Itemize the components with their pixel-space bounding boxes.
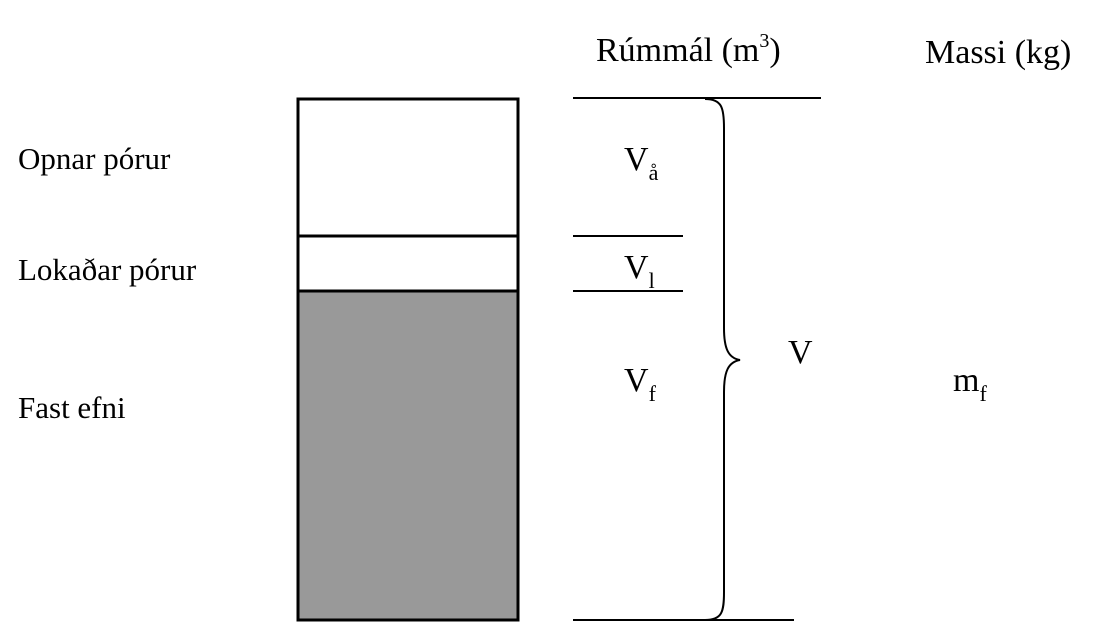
closed-volume-base: V (624, 249, 649, 286)
open-volume-subscript: å (648, 160, 659, 185)
volume-header-text: Rúmmál (m (596, 32, 760, 69)
open-pores-volume-symbol: Vå (624, 141, 658, 184)
closed-pores-label: Lokaðar pórur (18, 252, 197, 287)
closed-volume-subscript: l (648, 268, 655, 293)
open-volume-base: V (624, 141, 649, 178)
total-volume-base: V (788, 334, 813, 371)
volume-column-header: Rúmmál (m3) (596, 31, 781, 69)
open-pores-block (296, 97, 520, 238)
total-volume-brace (704, 98, 741, 621)
solid-volume-base: V (624, 362, 649, 399)
mass-subscript: f (979, 381, 987, 406)
solid-mass-symbol: mf (953, 362, 987, 405)
solid-volume-symbol: Vf (624, 362, 656, 405)
solid-volume-subscript: f (648, 381, 656, 406)
mass-base: m (953, 362, 980, 399)
total-volume-symbol: V (788, 336, 813, 370)
volume-header-superscript: 3 (759, 30, 770, 52)
volume-header-suffix: ) (769, 32, 781, 69)
closed-pores-volume-symbol: Vl (624, 249, 655, 292)
open-pores-label: Opnar pórur (18, 141, 171, 176)
mass-column-header: Massi (kg) (925, 36, 1071, 70)
closed-pores-block (296, 234, 520, 293)
solid-label: Fast efni (18, 390, 126, 425)
mass-header-text: Massi (kg) (925, 34, 1072, 71)
solid-block (296, 289, 520, 622)
